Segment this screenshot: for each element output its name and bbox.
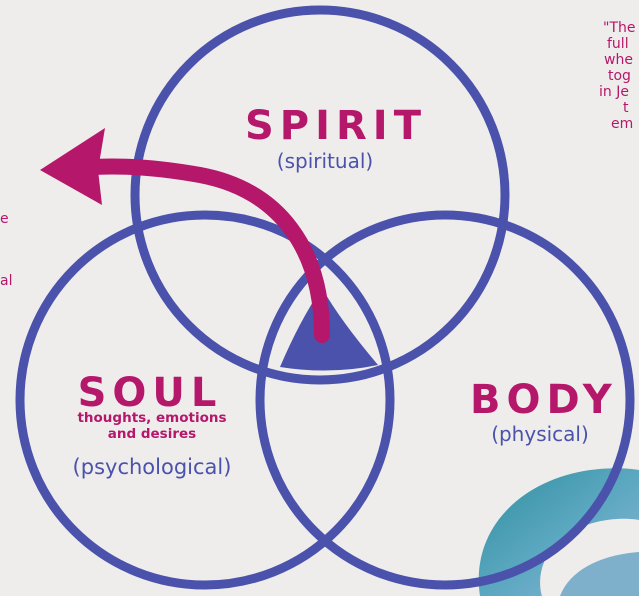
quote-line-3: whe (604, 52, 633, 68)
quote-line-6: t (623, 100, 629, 116)
soul-note-line1: thoughts, emotions (62, 411, 242, 426)
body-title: BODY (470, 377, 610, 423)
body-subtitle: (physical) (475, 422, 605, 446)
spirit-subtitle: (spiritual) (245, 149, 405, 173)
quote-line-1: "The (603, 20, 635, 36)
soul-subtitle: (psychological) (52, 455, 252, 479)
soul-note-line2: and desires (62, 427, 242, 442)
quote-line-7: em (611, 116, 633, 132)
quote-line-4: tog (608, 68, 631, 84)
left-fragment-line-3: al (0, 272, 12, 290)
quote-line-5: in Je (599, 84, 629, 100)
spirit-title: SPIRIT (245, 103, 415, 149)
left-fragment-line-1: e (0, 210, 9, 228)
quote-line-2: full (607, 36, 629, 52)
